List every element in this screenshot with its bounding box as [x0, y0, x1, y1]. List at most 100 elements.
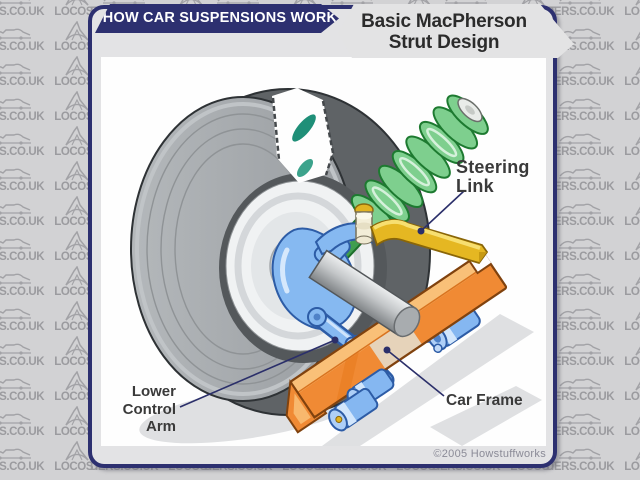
watermark-cell: DERS.CO.UK LOCOST: [546, 196, 640, 228]
watermark-car-logo-icon: [559, 98, 602, 110]
watermark-car-logo-icon: [559, 448, 602, 460]
frame-bushing-low: [328, 387, 379, 432]
watermark-bridge-logo-icon: [635, 136, 640, 146]
watermark-bridge-logo-icon: [635, 0, 640, 6]
watermark-text: DERS.CO.UK: [0, 426, 45, 438]
watermark-car-logo-icon: [217, 0, 260, 5]
watermark-bridge-logo-icon: [407, 0, 431, 6]
watermark-item: DERS.CO.UK: [0, 96, 45, 123]
steering-link-label: Steering Link: [456, 157, 530, 196]
watermark-text: LOCOST: [624, 461, 640, 473]
watermark-text: LOCOST: [624, 426, 640, 438]
watermark-text: DERS.CO.UK: [546, 356, 615, 368]
watermark-item: LOCOST: [624, 56, 640, 88]
watermark-car-logo-icon: [559, 343, 602, 355]
watermark-item: DERS.CO.UK: [546, 341, 615, 368]
watermark-text: DERS.CO.UK: [546, 426, 615, 438]
watermark-car-logo-icon: [0, 28, 32, 40]
watermark-bridge-logo-icon: [65, 301, 89, 321]
car-frame-label: Car Frame: [446, 392, 523, 409]
axle-shaft: [308, 249, 421, 338]
watermark-item: DERS.CO.UK: [0, 446, 45, 473]
watermark-bridge-logo-icon: [635, 451, 640, 461]
watermark-item: DERS.CO.UK: [546, 201, 615, 228]
watermark-text: LOCOST: [624, 146, 640, 158]
watermark-item: DERS.CO.UK: [546, 376, 615, 403]
watermark-car-logo-icon: [559, 0, 602, 5]
watermark-item: DERS.CO.UK: [546, 236, 615, 263]
watermark-bridge-logo-icon: [635, 416, 640, 426]
watermark-bridge-logo-icon: [635, 66, 640, 76]
watermark-text: DERS.CO.UK: [0, 41, 45, 53]
watermark-bridge-logo-icon: [65, 196, 89, 216]
watermark-item: DERS.CO.UK: [0, 236, 45, 263]
watermark-text: DERS.CO.UK: [546, 6, 615, 18]
watermark-text: LOCOST: [54, 461, 100, 473]
watermark-item: DERS.CO.UK: [0, 166, 45, 193]
watermark-text: LOCOST: [624, 321, 640, 333]
watermark-text: DERS.CO.UK: [546, 146, 615, 158]
watermark-text: DERS.CO.UK: [546, 391, 615, 403]
watermark-car-logo-icon: [0, 133, 32, 145]
watermark-text: DERS.CO.UK: [0, 181, 45, 193]
watermark-text: DERS.CO.UK: [546, 286, 615, 298]
watermark-cell: DERS.CO.UK LOCOST: [546, 406, 640, 438]
watermark-car-logo-icon: [0, 308, 32, 320]
watermark-bridge-logo-icon: [635, 381, 640, 391]
watermark-car-logo-icon: [559, 203, 602, 215]
watermark-item: LOCOST: [624, 336, 640, 368]
watermark-text: LOCOST: [624, 391, 640, 403]
watermark-car-logo-icon: [0, 203, 32, 215]
watermark-item: DERS.CO.UK: [0, 26, 45, 53]
watermark-text: DERS.CO.UK: [546, 111, 615, 123]
watermark-car-logo-icon: [559, 413, 602, 425]
watermark-bridge-logo-icon: [635, 346, 640, 356]
watermark-bridge-logo-icon: [65, 0, 89, 6]
watermark-text: DERS.CO.UK: [546, 216, 615, 228]
watermark-item: LOCOST: [624, 231, 640, 263]
watermark-car-logo-icon: [559, 133, 602, 145]
watermark-item: DERS.CO.UK: [546, 0, 615, 18]
watermark-car-logo-icon: [0, 273, 32, 285]
watermark-bridge-logo-icon: [65, 91, 89, 111]
watermark-car-logo-icon: [103, 0, 146, 5]
copyright-notice: ©2005 Howstuffworks: [433, 448, 546, 460]
watermark-bridge-logo-icon: [521, 0, 545, 6]
watermark-bridge-logo-icon: [65, 371, 89, 391]
watermark-car-logo-icon: [445, 0, 488, 5]
watermark-car-logo-icon: [0, 413, 32, 425]
watermark-car-logo-icon: [0, 238, 32, 250]
car-frame-pointer-dot: [383, 346, 391, 354]
watermark-item: LOCOST: [624, 91, 640, 123]
watermark-item: LOCOST: [624, 126, 640, 158]
watermark-text: DERS.CO.UK: [0, 391, 45, 403]
watermark-item: DERS.CO.UK: [546, 166, 615, 193]
watermark-cell: DERS.CO.UK LOCOST: [546, 91, 640, 123]
watermark-text: DERS.CO.UK: [546, 251, 615, 263]
watermark-item: DERS.CO.UK: [546, 271, 615, 298]
watermark-text: DERS.CO.UK: [0, 356, 45, 368]
watermark-bridge-logo-icon: [65, 161, 89, 181]
leader-lines: [179, 190, 465, 408]
watermark-bridge-logo-icon: [65, 126, 89, 146]
watermark-bridge-logo-icon: [179, 0, 203, 6]
watermark-text: LOCOST: [624, 6, 640, 18]
watermark-text: DERS.CO.UK: [0, 111, 45, 123]
watermark-cell: DERS.CO.UK LOCOST: [546, 336, 640, 368]
watermark-item: LOCOST: [624, 196, 640, 228]
watermark-item: DERS.CO.UK: [546, 96, 615, 123]
watermark-item: DERS.CO.UK: [546, 306, 615, 333]
watermark-text: LOCOST: [624, 76, 640, 88]
watermark-item: DERS.CO.UK: [0, 306, 45, 333]
watermark-text: DERS.CO.UK: [0, 146, 45, 158]
